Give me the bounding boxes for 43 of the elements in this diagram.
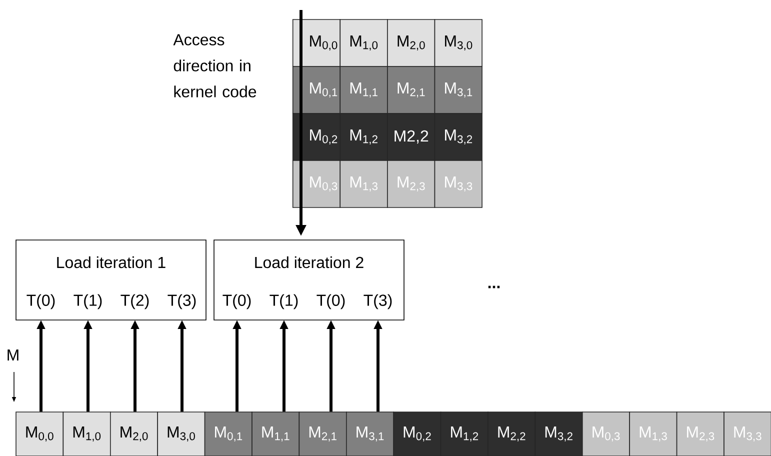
- matrix-cell: M$_{1,3}$: [340, 160, 388, 208]
- thread-label: T(0): [26, 294, 55, 310]
- memory-cell: M$_{2,2}$: [488, 412, 536, 456]
- direction-label: M: [8, 350, 18, 360]
- matrix-cell: M$_{0,3}$: [292, 160, 341, 208]
- matrix-cell: M$_{3,1}$: [434, 66, 482, 114]
- memory-cell: M$_{1,3}$: [629, 412, 678, 456]
- ellipsis: ...: [488, 286, 500, 288]
- matrix-cell: M$_{1,2}$: [340, 113, 388, 161]
- memory-cell: M$_{0,1}$: [204, 412, 252, 456]
- matrix-cell: M$_{0,1}$: [292, 66, 341, 114]
- memory-cell: M$_{2,3}$: [676, 412, 724, 456]
- memory-cell: M$_{3,3}$: [724, 412, 771, 456]
- thread-label: T(0): [316, 294, 345, 310]
- matrix-cell: M$_{3,2}$: [434, 113, 482, 161]
- thread-label: T(3): [168, 294, 196, 310]
- memory-cell: M$_{3,2}$: [534, 412, 583, 456]
- memory-cell: M$_{3,0}$: [157, 412, 206, 456]
- memory-cell: M$_{3,1}$: [346, 412, 394, 456]
- matrix-cell: M$_{2,0}$: [387, 19, 436, 67]
- matrix-cell: M$_{2,3}$: [387, 160, 436, 208]
- memory-cell: M$_{0,2}$: [393, 412, 442, 456]
- matrix-cell: M$_{2,1}$: [387, 66, 436, 114]
- matrix-cell: M$_{3,3}$: [434, 160, 482, 208]
- matrix-cell: M$_{0,0}$: [292, 19, 341, 67]
- memory-cell: M$_{0,3}$: [582, 412, 630, 456]
- memory-cell: M$_{2,1}$: [298, 412, 347, 456]
- annotation-text: Access direction in kernel code: [173, 34, 256, 98]
- matrix-cell: M$_{1,1}$: [340, 66, 388, 114]
- memory-cell: M$_{0,0}$: [16, 412, 64, 456]
- memory-cell: M$_{1,1}$: [252, 412, 300, 456]
- thread-label: T(2): [120, 294, 149, 310]
- matrix-cell: M2,2: [387, 113, 436, 161]
- thread-label: T(3): [364, 294, 392, 310]
- memory-cell: M$_{1,0}$: [62, 412, 111, 456]
- memory-cell: M$_{2,0}$: [110, 412, 158, 456]
- memory-cell: M$_{1,2}$: [440, 412, 488, 456]
- matrix-cell: M$_{0,2}$: [292, 113, 341, 161]
- thread-label: T(1): [74, 294, 102, 310]
- matrix-cell: M$_{3,0}$: [434, 19, 482, 67]
- thread-label: T(1): [270, 294, 298, 310]
- matrix-cell: M$_{1,0}$: [340, 19, 388, 67]
- thread-label: T(0): [222, 294, 251, 310]
